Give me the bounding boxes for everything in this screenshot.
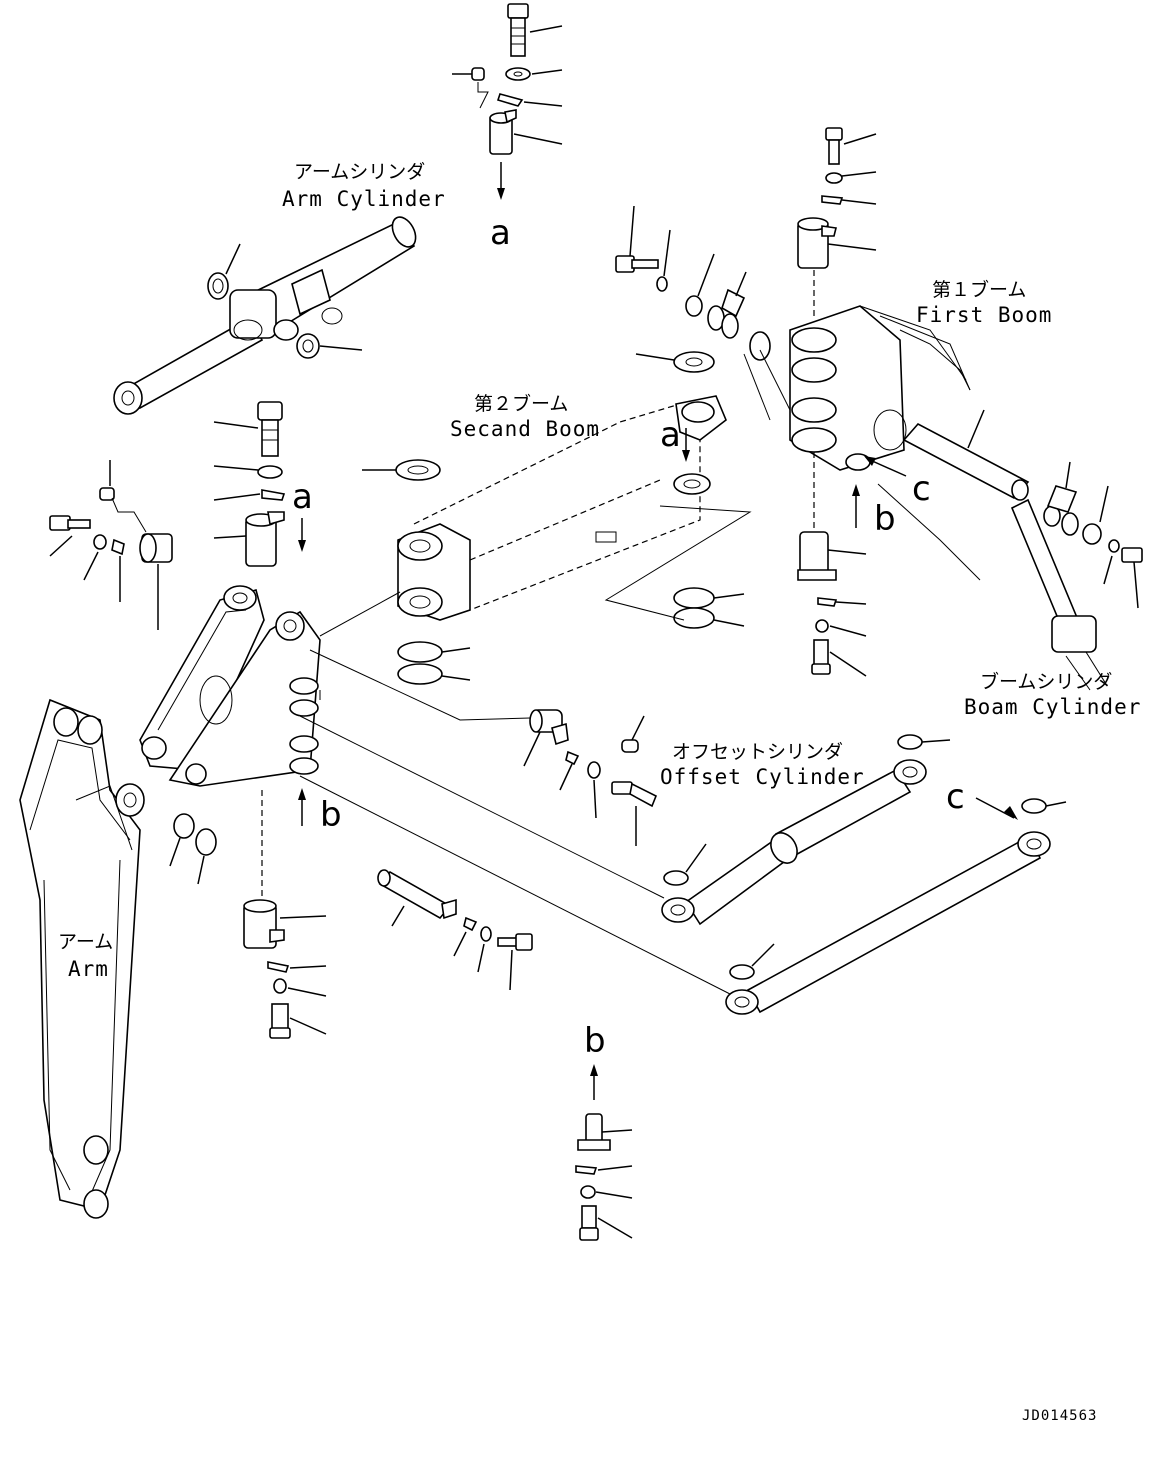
offset-cylinder-en-label: Offset Cylinder bbox=[660, 765, 865, 789]
view-marker-b-first-boom: b bbox=[874, 499, 896, 539]
first-boom-en-label: First Boom bbox=[916, 303, 1052, 327]
arm-en-label: Arm bbox=[68, 957, 109, 981]
top-pin-stack: a bbox=[452, 3, 563, 253]
view-marker-b-arm: b bbox=[320, 795, 342, 835]
arm-pin-stack: a bbox=[213, 401, 313, 567]
view-marker-c-offset: c bbox=[946, 777, 965, 817]
first-boom-jp-label: 第１ブーム bbox=[932, 278, 1026, 301]
arm-bracket: b bbox=[139, 585, 342, 835]
arm-bottom-pin-stack bbox=[243, 790, 327, 1039]
view-marker-a-second-boom: a bbox=[660, 415, 681, 455]
arm: アーム Arm bbox=[19, 698, 217, 1219]
arm-jp-label: アーム bbox=[58, 931, 113, 953]
view-marker-a-arm: a bbox=[292, 477, 313, 517]
boom-cylinder-jp-label: ブームシリンダ bbox=[980, 670, 1112, 693]
offset-cylinder-jp-label: オフセットシリンダ bbox=[672, 741, 843, 763]
arm-cylinder-en-label: Arm Cylinder bbox=[282, 187, 446, 211]
drawing-number: JD014563 bbox=[1022, 1408, 1097, 1424]
boom-cylinder-en-label: Boam Cylinder bbox=[964, 695, 1141, 719]
bottom-pin-stack: b bbox=[575, 1021, 633, 1241]
view-marker-b-bottom: b bbox=[584, 1021, 606, 1061]
second-boom-jp-label: 第２ブーム bbox=[474, 392, 568, 415]
second-boom-en-label: Secand Boom bbox=[450, 417, 600, 441]
first-boom-side-pin bbox=[615, 205, 1030, 501]
left-small-parts bbox=[49, 460, 173, 630]
first-boom: 第１ブーム First Boom bbox=[789, 127, 1052, 677]
second-boom: 第２ブーム Secand Boom a bbox=[319, 351, 752, 685]
view-marker-a-top: a bbox=[490, 213, 511, 253]
arm-cylinder: アームシリンダ Arm Cylinder bbox=[113, 161, 446, 415]
offset-cylinder: オフセットシリンダ Offset Cylinder c bbox=[299, 649, 1067, 1015]
view-marker-c-first-boom: c bbox=[912, 469, 931, 509]
boom-cylinder: ブームシリンダ Boam Cylinder bbox=[877, 329, 1143, 719]
offset-pin-parts bbox=[377, 709, 658, 991]
arm-cylinder-jp-label: アームシリンダ bbox=[294, 161, 425, 183]
